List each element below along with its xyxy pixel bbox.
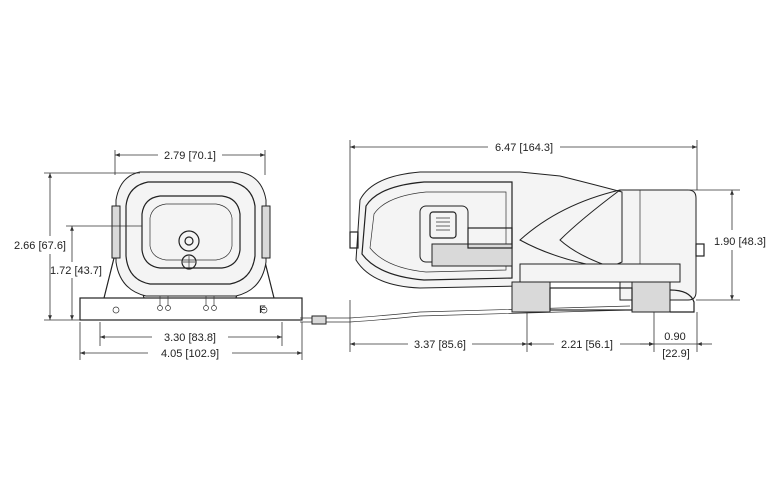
front-right-mount-hole bbox=[260, 306, 268, 314]
side-wire-2 bbox=[300, 309, 631, 323]
dim-side-rear-segment-mm: [22.9] bbox=[662, 348, 690, 360]
side-wire-connector bbox=[311, 315, 327, 325]
front-body-ring bbox=[125, 181, 256, 285]
front-left-rib bbox=[111, 205, 121, 259]
dim-side-motor-height: 1.90 [48.3] bbox=[714, 236, 766, 248]
dim-front-base-width: 4.05 [102.9] bbox=[161, 348, 219, 360]
side-outlet-arm bbox=[467, 227, 513, 249]
side-head-inner-line bbox=[369, 191, 507, 273]
dim-side-mid-segment: 2.21 [56.1] bbox=[561, 339, 613, 351]
side-switch-face bbox=[429, 211, 457, 239]
front-view: F bbox=[79, 171, 303, 321]
dim-side-front-segment: 3.37 [85.6] bbox=[414, 339, 466, 351]
front-right-rib bbox=[261, 205, 271, 259]
front-terminal-c bbox=[203, 305, 209, 311]
side-mount-block-right bbox=[631, 281, 671, 313]
front-inner-recess bbox=[149, 203, 233, 261]
front-screw-slot bbox=[183, 256, 195, 268]
front-terminal-a bbox=[157, 305, 163, 311]
side-lower-flange bbox=[519, 263, 681, 283]
front-left-mount-hole bbox=[112, 306, 120, 314]
side-inlet-port bbox=[349, 231, 359, 249]
front-terminal-d bbox=[211, 305, 217, 311]
front-terminal-b bbox=[165, 305, 171, 311]
side-motor-shaft-cap bbox=[695, 243, 705, 257]
side-lower-bracket bbox=[431, 243, 513, 267]
side-mount-block-left bbox=[511, 281, 551, 313]
front-dimensions: 2.79 [70.1] 2.66 [67.6] 1.72 [43.7] 3.30… bbox=[14, 150, 303, 360]
dim-front-top-width: 2.79 [70.1] bbox=[164, 150, 216, 162]
front-terminals bbox=[159, 296, 215, 306]
dim-side-rear-segment: 0.90 bbox=[664, 331, 685, 343]
front-inner-face bbox=[141, 195, 241, 269]
front-foot-mark: F bbox=[259, 304, 266, 316]
front-base-plate bbox=[79, 297, 303, 321]
dim-front-base-holes: 3.30 [83.8] bbox=[164, 332, 216, 344]
side-switch-grille bbox=[436, 217, 450, 231]
side-wire-1 bbox=[300, 305, 631, 319]
side-mount-rail bbox=[549, 287, 633, 311]
dim-side-total-length: 6.47 [164.3] bbox=[495, 142, 553, 154]
dim-front-total-height: 2.66 [67.6] bbox=[14, 240, 66, 252]
dim-front-mid-height: 1.72 [43.7] bbox=[50, 265, 102, 277]
front-pump-body bbox=[115, 171, 267, 297]
side-rear-bracket bbox=[669, 289, 695, 313]
side-view bbox=[300, 171, 705, 325]
side-dimensions: 6.47 [164.3] 1.90 [48.3] 3.37 [85.6] 2.2… bbox=[349, 140, 766, 360]
side-head-inner-shell bbox=[361, 181, 513, 281]
front-port-inner bbox=[184, 236, 194, 246]
front-port-outer bbox=[178, 230, 200, 252]
front-screw bbox=[181, 254, 197, 270]
side-fin bbox=[519, 189, 621, 271]
